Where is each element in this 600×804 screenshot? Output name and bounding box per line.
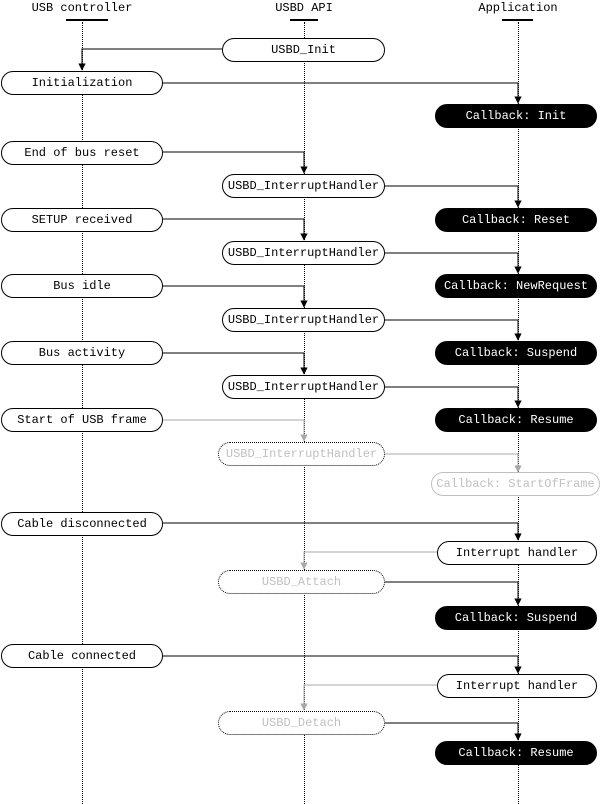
header-underline	[290, 19, 318, 21]
node-setup-received: SETUP received	[1, 208, 163, 232]
node-callback-suspend-1: Callback: Suspend	[435, 341, 597, 365]
connector-inthandler-to-detach-disabled	[300, 684, 437, 711]
connector-disconnect-to-inthandler	[163, 522, 522, 541]
node-interrupt-handler-disabled: USBD_InterruptHandler	[218, 442, 385, 466]
node-cable-connected: Cable connected	[1, 644, 163, 668]
node-callback-resume-1: Callback: Resume	[435, 408, 597, 432]
node-callback-resume-2: Callback: Resume	[435, 741, 597, 765]
connector-handler-to-cbsof-disabled	[385, 453, 522, 473]
node-bus-activity: Bus activity	[1, 341, 163, 365]
lifeline-usbd-api	[304, 22, 305, 804]
node-callback-startofframe: Callback: StartOfFrame	[431, 472, 600, 496]
node-end-of-bus-reset: End of bus reset	[1, 141, 163, 165]
column-header-application: Application	[478, 1, 558, 15]
node-interrupt-handler-3: USBD_InterruptHandler	[222, 308, 385, 332]
node-callback-reset: Callback: Reset	[435, 208, 597, 232]
header-underline	[66, 19, 108, 21]
connector-handler-to-cbsuspend	[385, 319, 522, 341]
node-bus-idle: Bus idle	[1, 274, 163, 298]
node-interrupt-handler-app-2: Interrupt handler	[437, 674, 597, 698]
node-usbd-init: USBD_Init	[222, 38, 385, 62]
connector-detach-to-cbresume	[385, 722, 522, 741]
column-header-usb-controller: USB controller	[31, 1, 133, 15]
node-interrupt-handler-2: USBD_InterruptHandler	[222, 241, 385, 265]
node-usbd-attach: USBD_Attach	[218, 570, 385, 594]
node-callback-newrequest: Callback: NewRequest	[435, 274, 597, 298]
node-interrupt-handler-4: USBD_InterruptHandler	[222, 375, 385, 399]
connector-sof-to-handler-disabled	[163, 419, 308, 442]
connector-setup-to-handler	[163, 218, 308, 241]
node-interrupt-handler-1: USBD_InterruptHandler	[222, 174, 385, 198]
connector-attach-to-cbsuspend	[385, 581, 522, 606]
column-header-usbd-api: USBD API	[275, 1, 333, 15]
connector-inthandler-to-attach-disabled	[300, 551, 437, 570]
connector-busreset-to-handler	[163, 151, 308, 174]
node-initialization: Initialization	[1, 71, 163, 95]
node-interrupt-handler-app-1: Interrupt handler	[437, 541, 597, 565]
connector-busidle-to-handler	[163, 285, 308, 308]
node-cable-disconnected: Cable disconnected	[1, 512, 163, 536]
header-underline	[502, 19, 533, 21]
connector-handler-to-cbnewrequest	[385, 252, 522, 274]
connector-handler-to-cbreset	[385, 185, 522, 208]
node-callback-suspend-2: Callback: Suspend	[435, 606, 597, 630]
connector-connect-to-inthandler	[163, 655, 522, 674]
node-callback-init: Callback: Init	[435, 104, 597, 128]
connector-busactivity-to-handler	[163, 352, 308, 375]
node-usbd-detach: USBD_Detach	[218, 711, 385, 735]
node-start-of-usb-frame: Start of USB frame	[1, 408, 163, 432]
connector-initialization-to-cbinit	[163, 82, 522, 104]
connector-handler-to-cbresume	[385, 386, 522, 408]
connector-usbdinit-to-initialization	[78, 48, 222, 71]
